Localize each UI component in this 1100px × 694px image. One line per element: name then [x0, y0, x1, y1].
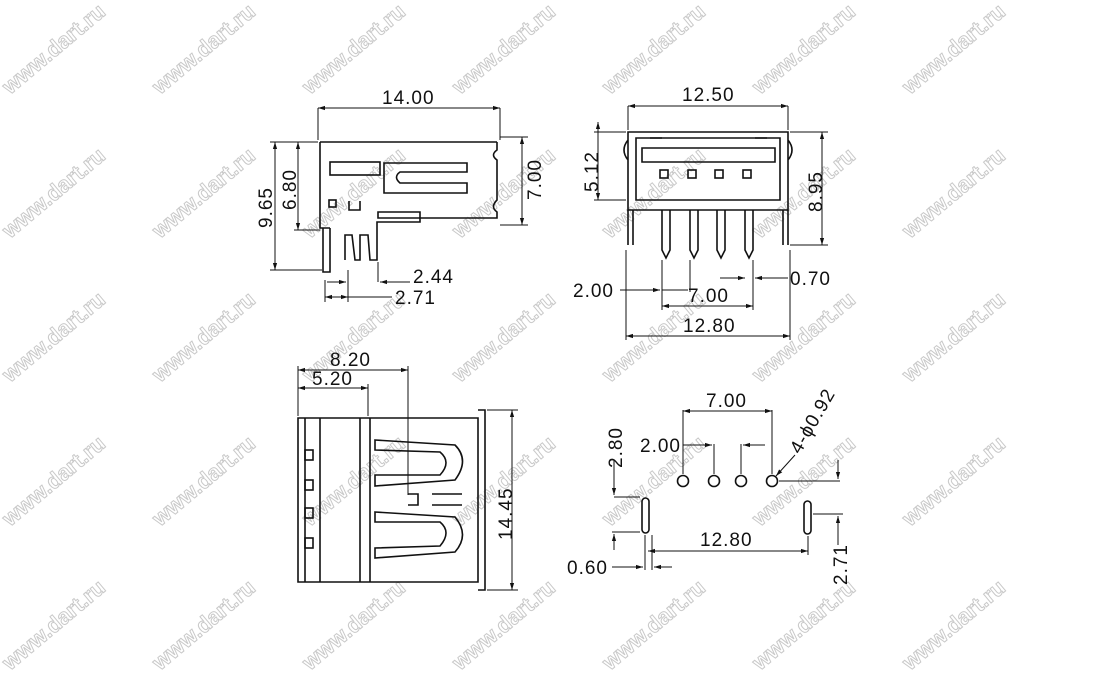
dim-front-mount-span: 12.80 [683, 316, 736, 337]
dim-front-pin-width: 0.70 [790, 269, 831, 290]
dim-footprint-span: 7.00 [706, 391, 747, 412]
dim-footprint-offset: 2.80 [606, 427, 627, 468]
dim-footprint-slot-span: 12.80 [700, 530, 753, 551]
watermark-text: www.dart.ru [296, 574, 410, 675]
watermark-text: www.dart.ru [146, 430, 260, 531]
watermark-text: www.dart.ru [146, 0, 260, 99]
watermark-text: www.dart.ru [446, 0, 560, 99]
watermark-text: www.dart.ru [146, 574, 260, 675]
top-view: 8.20 5.20 14.45 [297, 350, 518, 591]
watermark-text: www.dart.ru [0, 574, 110, 675]
watermark-layer: www.dart.ru www.dart.ru www.dart.ru www.dar… [0, 0, 1010, 676]
watermark-text: www.dart.ru [746, 574, 860, 675]
watermark-text: www.dart.ru [896, 430, 1010, 531]
watermark-text: www.dart.ru [446, 286, 560, 387]
dim-top-depth-a: 8.20 [330, 350, 371, 371]
watermark-text: www.dart.ru [896, 574, 1010, 675]
dim-front-pin-span: 7.00 [688, 286, 729, 307]
dim-footprint-pitch: 2.00 [640, 436, 681, 457]
watermark-text: www.dart.ru [746, 142, 860, 243]
watermark-text: www.dart.ru [896, 286, 1010, 387]
dim-top-depth-b: 5.20 [312, 369, 353, 390]
front-view: 12.50 5.12 8.95 2.00 7.00 0.70 12.80 [573, 85, 831, 340]
dim-front-pin-pitch: 2.00 [573, 281, 614, 302]
watermark-text: www.dart.ru [0, 142, 110, 243]
dim-side-total-height: 9.65 [256, 187, 277, 228]
watermark-text: www.dart.ru [596, 574, 710, 675]
watermark-text: www.dart.ru [296, 0, 410, 99]
watermark-text: www.dart.ru [0, 430, 110, 531]
dim-footprint-slot-width: 0.60 [567, 558, 608, 579]
watermark-text: www.dart.ru [746, 286, 860, 387]
dim-front-height: 8.95 [806, 171, 827, 212]
watermark-text: www.dart.ru [596, 142, 710, 243]
dim-footprint-slot-length: 2.71 [831, 544, 852, 585]
dim-front-width: 12.50 [682, 85, 735, 106]
dim-side-pin-b: 2.71 [395, 288, 436, 309]
dim-top-width: 14.45 [496, 487, 517, 540]
watermark-text: www.dart.ru [746, 0, 860, 99]
dim-side-pin-a: 2.44 [413, 267, 454, 288]
watermark-text: www.dart.ru [146, 142, 260, 243]
watermark-text: www.dart.ru [896, 0, 1010, 99]
dim-side-flange: 7.00 [525, 159, 546, 200]
watermark-text: www.dart.ru [896, 142, 1010, 243]
watermark-text: www.dart.ru [0, 0, 110, 99]
watermark-text: www.dart.ru [146, 286, 260, 387]
dim-side-width: 14.00 [382, 88, 435, 109]
dim-side-body-height: 6.80 [280, 169, 301, 210]
watermark-text: www.dart.ru [0, 286, 110, 387]
side-view: 14.00 7.00 9.65 6.80 2.44 2.71 [256, 88, 546, 309]
dim-front-opening: 5.12 [582, 151, 603, 192]
